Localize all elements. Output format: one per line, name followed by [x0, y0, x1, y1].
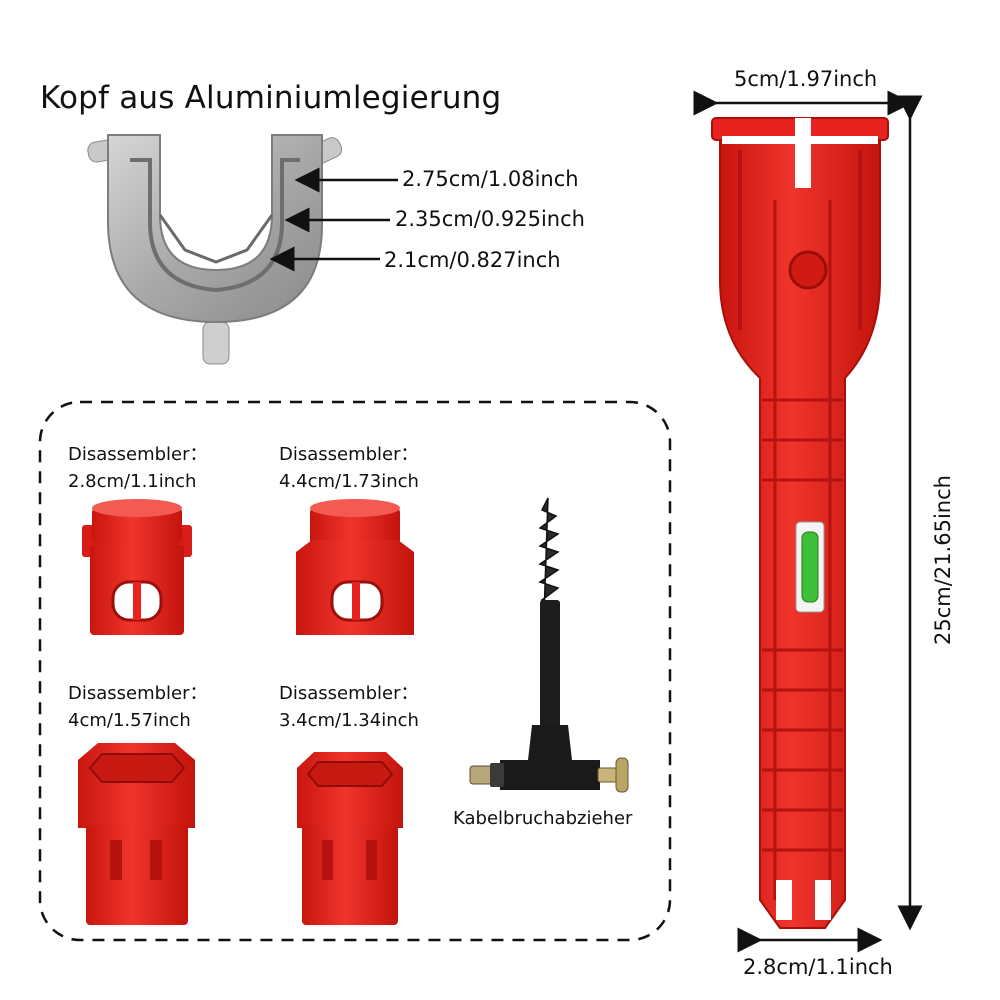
head-dimension-outer: 2.75cm/1.08inch [402, 167, 579, 191]
head-dimension-inner: 2.1cm/0.827inch [384, 248, 561, 272]
adapter-3-size: 4cm/1.57inch [68, 710, 191, 731]
adapter-1-size: 2.8cm/1.1inch [68, 471, 197, 492]
extractor-label: Kabelbruchabzieher [453, 808, 633, 829]
adapter-4-size: 3.4cm/1.34inch [279, 710, 419, 731]
adapter-2-image [296, 499, 414, 635]
adapter-frame [38, 400, 672, 942]
adapter-1-label: Disassembler： [68, 444, 208, 465]
adapter-3-label: Disassembler： [68, 683, 208, 704]
head-dimension-middle: 2.35cm/0.925inch [395, 207, 585, 231]
adapter-4-caption: Disassembler： 3.4cm/1.34inch [279, 680, 419, 734]
adapter-4-image [297, 752, 403, 925]
extractor-image [469, 497, 629, 793]
adapter-1-image [82, 499, 192, 635]
adapter-4-label: Disassembler： [279, 683, 419, 704]
adapter-2-caption: Disassembler： 4.4cm/1.73inch [279, 441, 419, 495]
adapter-3-image [78, 743, 195, 925]
adapter-1-caption: Disassembler： 2.8cm/1.1inch [68, 441, 208, 495]
adapter-2-size: 4.4cm/1.73inch [279, 471, 419, 492]
head-title: Kopf aus Aluminiumlegierung [40, 80, 502, 116]
adapter-3-caption: Disassembler： 4cm/1.57inch [68, 680, 208, 734]
wrench-bottom-width: 2.8cm/1.1inch [743, 955, 893, 979]
red-wrench-image [711, 117, 889, 929]
wrench-top-width: 5cm/1.97inch [734, 67, 878, 91]
aluminium-head [87, 134, 343, 365]
adapter-2-label: Disassembler： [279, 444, 419, 465]
